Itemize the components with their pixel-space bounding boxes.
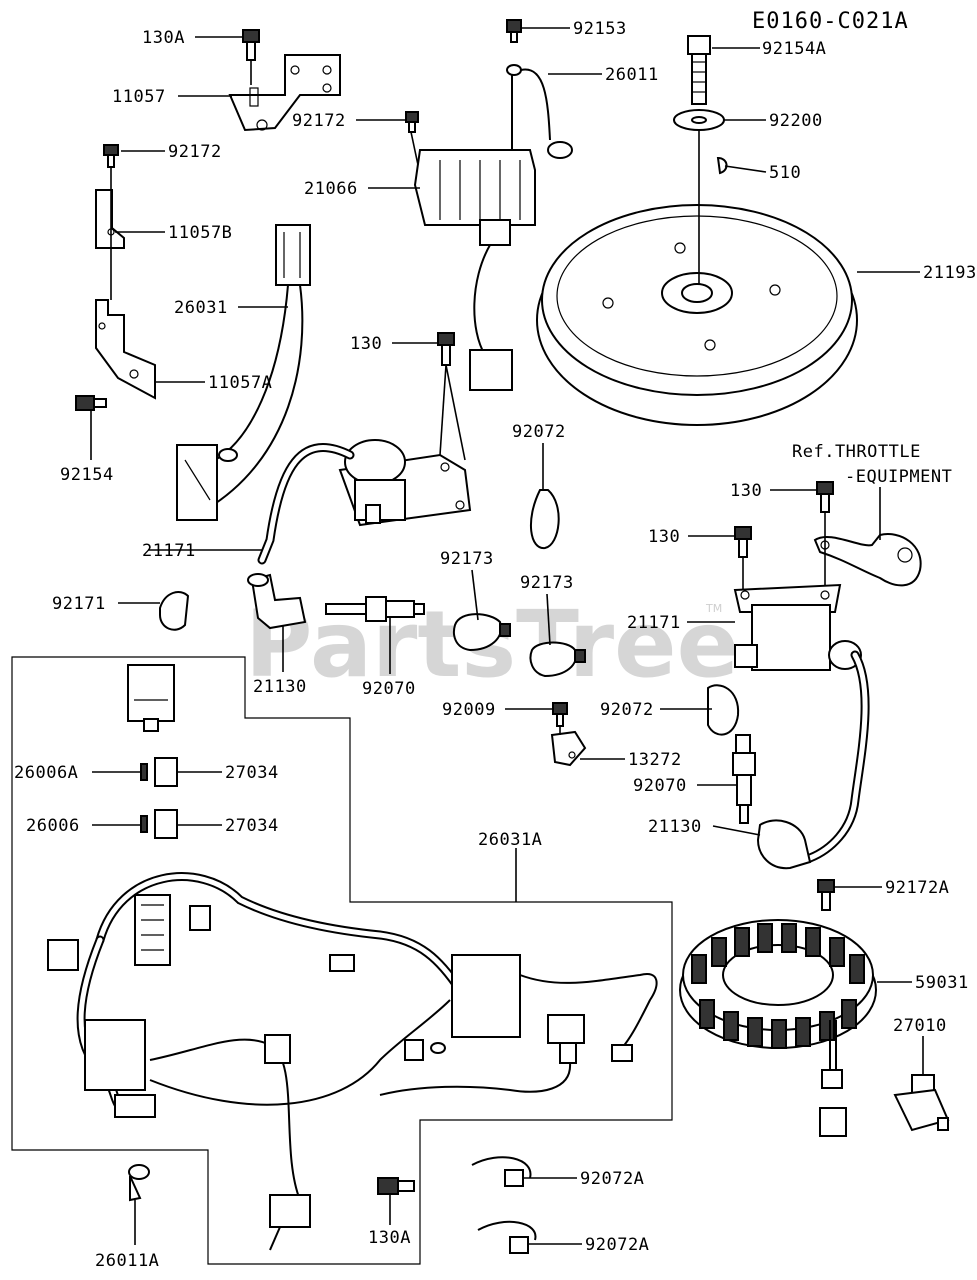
clamp-92072-left[interactable] xyxy=(529,489,560,550)
lead-26011[interactable] xyxy=(506,64,573,160)
relay-27034-b[interactable] xyxy=(154,809,178,839)
label-92154A: 92154A xyxy=(762,39,826,59)
label-130A-top: 130A xyxy=(142,28,185,48)
stator-59031[interactable] xyxy=(679,919,877,1137)
label-26006: 26006 xyxy=(26,816,80,836)
label-21193: 21193 xyxy=(923,263,977,283)
leader-lines xyxy=(90,27,924,1245)
bolt-130A-bottom[interactable] xyxy=(377,1177,415,1195)
grommet-92173-a[interactable] xyxy=(452,613,511,652)
label-11057: 11057 xyxy=(112,87,166,107)
label-92153: 92153 xyxy=(573,19,627,39)
bolt-130-right-upper[interactable] xyxy=(816,481,834,513)
label-130A-bottom: 130A xyxy=(368,1228,411,1248)
label-92173-a: 92173 xyxy=(440,549,494,569)
bolt-130-right-lower[interactable] xyxy=(734,526,752,558)
label-21171-right: 21171 xyxy=(627,613,681,633)
bracket-11057A[interactable] xyxy=(95,299,156,400)
screw-92153[interactable] xyxy=(506,19,522,43)
clip-92171[interactable] xyxy=(159,591,190,631)
label-92173-b: 92173 xyxy=(520,573,574,593)
label-27034-a: 27034 xyxy=(225,763,279,783)
label-92172-left: 92172 xyxy=(168,142,222,162)
callout-labels: 130A 11057 92172 11057B 26031 11057A 921… xyxy=(14,19,977,1271)
label-510: 510 xyxy=(769,163,801,183)
screw-92172-regulator[interactable] xyxy=(405,111,419,133)
screw-92172-left[interactable] xyxy=(103,144,119,168)
terminal-26006[interactable] xyxy=(140,815,148,833)
bracket-13272[interactable] xyxy=(550,730,587,767)
label-equipment: -EQUIPMENT xyxy=(845,467,952,487)
terminal-26006A[interactable] xyxy=(140,763,148,781)
flywheel-21193[interactable] xyxy=(536,130,858,426)
label-11057B: 11057B xyxy=(168,223,232,243)
harness-26031[interactable] xyxy=(176,224,311,521)
bracket-11057B[interactable] xyxy=(95,189,125,249)
label-11057A: 11057A xyxy=(208,373,272,393)
diagram-code: E0160-C021A xyxy=(752,9,909,34)
grommet-92173-b[interactable] xyxy=(529,641,586,678)
label-130-right-lower: 130 xyxy=(648,527,680,547)
label-130-left: 130 xyxy=(350,334,382,354)
label-27034-b: 27034 xyxy=(225,816,279,836)
plug-cap-21130-left[interactable] xyxy=(247,573,307,630)
label-21130-right: 21130 xyxy=(648,817,702,837)
label-92072-right: 92072 xyxy=(600,700,654,720)
label-92009: 92009 xyxy=(442,700,496,720)
oil-switch-27010[interactable] xyxy=(893,1074,950,1132)
label-92072A-b: 92072A xyxy=(585,1235,649,1255)
screw-92009[interactable] xyxy=(552,702,568,727)
spark-plug-92070-right[interactable] xyxy=(732,734,756,824)
watermark-trademark: TM xyxy=(705,602,722,615)
label-21171-left: 21171 xyxy=(142,541,196,561)
label-26031: 26031 xyxy=(174,298,228,318)
ignition-coil-21171-left[interactable] xyxy=(257,439,472,565)
harness-group-outline xyxy=(11,656,673,1265)
label-92172A: 92172A xyxy=(885,878,949,898)
relay-27034-a[interactable] xyxy=(154,757,178,787)
washer-92200[interactable] xyxy=(673,109,725,131)
label-26006A: 26006A xyxy=(14,763,78,783)
label-59031: 59031 xyxy=(915,973,969,993)
label-92070-right: 92070 xyxy=(633,776,687,796)
label-92171: 92171 xyxy=(52,594,106,614)
clamp-92072-right[interactable] xyxy=(707,684,740,736)
label-21130-left: 21130 xyxy=(253,677,307,697)
label-26011A: 26011A xyxy=(95,1251,159,1271)
throttle-bracket-ref xyxy=(813,533,922,587)
label-27010: 27010 xyxy=(893,1016,947,1036)
screw-92172A[interactable] xyxy=(817,879,835,911)
ignition-coil-21171-right[interactable] xyxy=(733,583,870,863)
tie-92072A-a[interactable] xyxy=(471,1156,532,1187)
label-130-right-upper: 130 xyxy=(730,481,762,501)
bracket-11057[interactable] xyxy=(228,54,341,132)
plug-cap-21130-right[interactable] xyxy=(756,819,812,870)
bolt-92154A[interactable] xyxy=(687,35,711,105)
bolt-130A-top[interactable] xyxy=(242,29,260,61)
label-21066: 21066 xyxy=(304,179,358,199)
bolt-92154[interactable] xyxy=(75,395,107,411)
label-92172-regulator: 92172 xyxy=(292,111,346,131)
label-92072-left: 92072 xyxy=(512,422,566,442)
terminal-26011A[interactable] xyxy=(128,1164,150,1202)
label-ref-throttle: Ref.THROTTLE xyxy=(792,442,921,462)
regulator-21066[interactable] xyxy=(413,149,536,391)
label-26031A: 26031A xyxy=(478,830,542,850)
label-92070-left: 92070 xyxy=(362,679,416,699)
label-26011: 26011 xyxy=(605,65,659,85)
label-92200: 92200 xyxy=(769,111,823,131)
spark-plug-92070-left[interactable] xyxy=(325,596,425,622)
main-harness-26031A[interactable] xyxy=(47,872,658,1251)
tie-92072A-b[interactable] xyxy=(477,1220,537,1254)
label-13272: 13272 xyxy=(628,750,682,770)
relay-box[interactable] xyxy=(127,664,175,732)
bolt-130-left[interactable] xyxy=(437,332,455,366)
label-92154: 92154 xyxy=(60,465,114,485)
label-92072A-a: 92072A xyxy=(580,1169,644,1189)
